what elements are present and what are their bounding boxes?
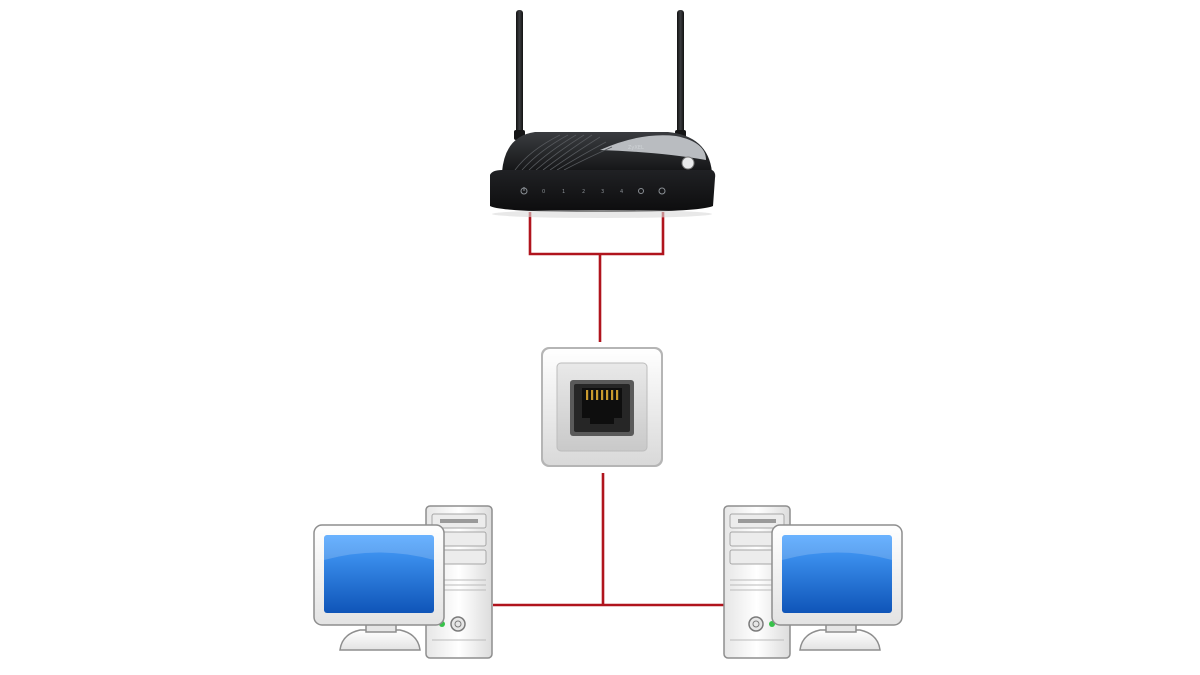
router-antenna-right (677, 10, 684, 138)
wifi-led-icon (638, 188, 644, 194)
port-label: 0 (542, 189, 545, 195)
cable-connections (493, 212, 726, 607)
router-silver-panel (600, 135, 706, 160)
router-brand: ZyXEL (628, 145, 644, 151)
port-label: 2 (582, 189, 585, 195)
router-front (490, 170, 716, 212)
rj45-wall-socket (541, 347, 663, 467)
cable-socket-to-computers (493, 473, 726, 607)
port-label: 1 (562, 189, 565, 195)
port-label: 3 (601, 189, 604, 195)
tower-power-button (450, 616, 466, 632)
tower-power-button (748, 616, 764, 632)
router-ribs (514, 134, 613, 171)
monitor-left (313, 524, 445, 651)
port-label: 4 (620, 189, 623, 195)
computer-right (723, 505, 903, 659)
cable-router-to-socket (528, 212, 665, 342)
globe-led-icon (658, 187, 666, 195)
router-port-numbers: 0 1 2 3 4 (542, 189, 623, 195)
router-antenna-left (516, 10, 523, 138)
router-indicators (520, 187, 666, 195)
router: ZyXEL 0 1 2 3 4 (490, 10, 716, 218)
screen-left (324, 535, 434, 613)
ethernet-pins (586, 390, 619, 400)
monitor-right (771, 524, 903, 651)
router-power-button (681, 156, 695, 170)
computer-left (313, 505, 493, 659)
screen-right (782, 535, 892, 613)
